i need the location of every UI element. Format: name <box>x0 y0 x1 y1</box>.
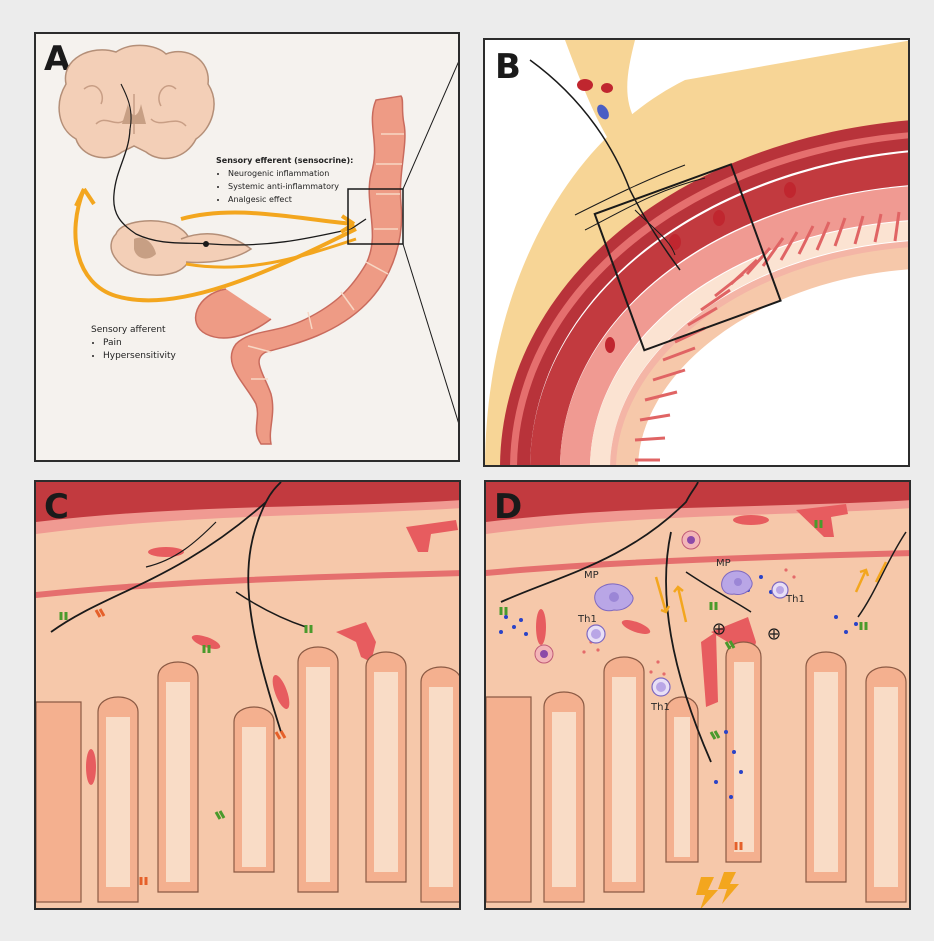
neutrophil-icon <box>535 645 553 663</box>
colon-wall-cross-section <box>485 40 910 467</box>
panel-d: MP MP Th1 Th1 Th1 D <box>484 480 911 910</box>
th1-cell-icon <box>587 625 605 643</box>
afferent-item: Hypersensitivity <box>103 350 176 363</box>
mp-label: MP <box>584 570 599 581</box>
panel-b: B <box>483 38 910 467</box>
panel-a: A <box>34 32 460 462</box>
colon-icon <box>196 96 405 444</box>
sensocrine-annotation: Sensory efferent (sensocrine): Neurogeni… <box>216 154 353 206</box>
mucosa-healthy-illustration <box>36 482 461 910</box>
panel-c-letter: C <box>44 490 69 524</box>
mp-label: MP <box>716 558 731 569</box>
mucosa-inflamed-illustration: MP MP Th1 Th1 Th1 <box>486 482 911 910</box>
panel-d-letter: D <box>494 490 522 524</box>
sensocrine-heading: Sensory efferent (sensocrine): <box>216 154 353 167</box>
panel-a-illustration <box>36 34 460 462</box>
afferent-item: Pain <box>103 337 176 350</box>
sensocrine-item: Analgesic effect <box>228 193 353 206</box>
th1-label: Th1 <box>577 614 597 625</box>
sensocrine-item: Systemic anti-inflammatory <box>228 180 353 193</box>
panel-b-letter: B <box>495 50 521 84</box>
sensocrine-item: Neurogenic inflammation <box>228 167 353 180</box>
macrophage-icon <box>722 571 753 595</box>
neutrophil-icon <box>682 531 700 549</box>
brain-icon <box>59 45 214 158</box>
panel-c: C <box>34 480 461 910</box>
afferent-heading: Sensory afferent <box>91 324 176 337</box>
th1-label: Th1 <box>650 702 670 713</box>
th1-label: Th1 <box>785 594 805 605</box>
th1-cell-icon <box>652 678 670 696</box>
afferent-annotation: Sensory afferent Pain Hypersensitivity <box>91 324 176 363</box>
